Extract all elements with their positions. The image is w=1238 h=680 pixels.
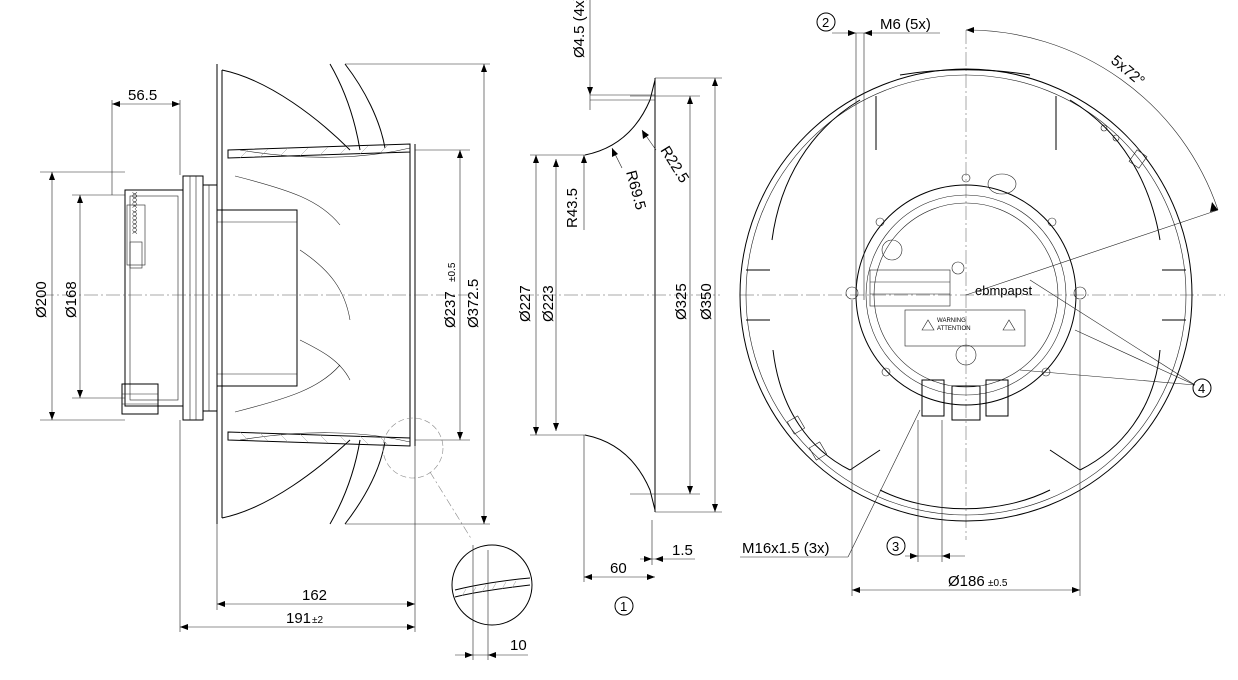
serial-label: XXXXXX-XXXX [133, 192, 139, 234]
inlet-nozzle-profile: Ø4.5 (4x) R43.5 R69.5 R22.5 Ø227 Ø223 Ø3… [517, 0, 722, 616]
dim-10: 10 [510, 637, 527, 654]
front-view: ebmpapst WARNING ATTENTION M6 (5 [739, 12, 1225, 596]
dim-186: Ø186 [948, 573, 985, 590]
dim-r69-5: R69.5 [622, 169, 649, 212]
dim-223: Ø223 [540, 285, 557, 322]
dim-237-tol: ±0.5 [447, 262, 458, 282]
dim-325: Ø325 [673, 283, 690, 320]
dim-168: Ø168 [63, 281, 80, 318]
dim-372-5: Ø372.5 [465, 279, 482, 328]
dim-r22-5: R22.5 [657, 143, 693, 186]
dim-191-tol: ±2 [312, 615, 323, 626]
dim-60: 60 [610, 560, 627, 577]
callout-3: 3 [892, 539, 899, 554]
callout-1: 1 [620, 599, 627, 614]
dim-m16: M16x1.5 (3x) [742, 540, 830, 557]
warning-label: WARNING [937, 318, 966, 324]
dim-1-5: 1.5 [672, 542, 693, 559]
side-view-dimensions: 56.5 Ø200 Ø168 Ø237 ±0.5 Ø372.5 [33, 63, 533, 660]
dim-227: Ø227 [517, 285, 534, 322]
dim-m6: M6 (5x) [880, 16, 931, 33]
dim-r43-5: R43.5 [564, 188, 581, 228]
brand-label: ebmpapst [975, 283, 1032, 298]
attention-label: ATTENTION [937, 326, 971, 332]
dim-186-tol: ±0.5 [988, 578, 1008, 589]
dim-4-5: Ø4.5 (4x) [571, 0, 588, 58]
dim-237: Ø237 [442, 291, 459, 328]
dim-200: Ø200 [33, 281, 50, 318]
dim-162: 162 [302, 587, 327, 604]
callout-4: 4 [1198, 381, 1205, 396]
dim-191: 191 [286, 610, 311, 627]
dim-350: Ø350 [698, 283, 715, 320]
callout-2: 2 [822, 15, 829, 30]
side-view: XXXXXX-XXXX [40, 63, 473, 541]
dim-56-5: 56.5 [128, 87, 157, 104]
